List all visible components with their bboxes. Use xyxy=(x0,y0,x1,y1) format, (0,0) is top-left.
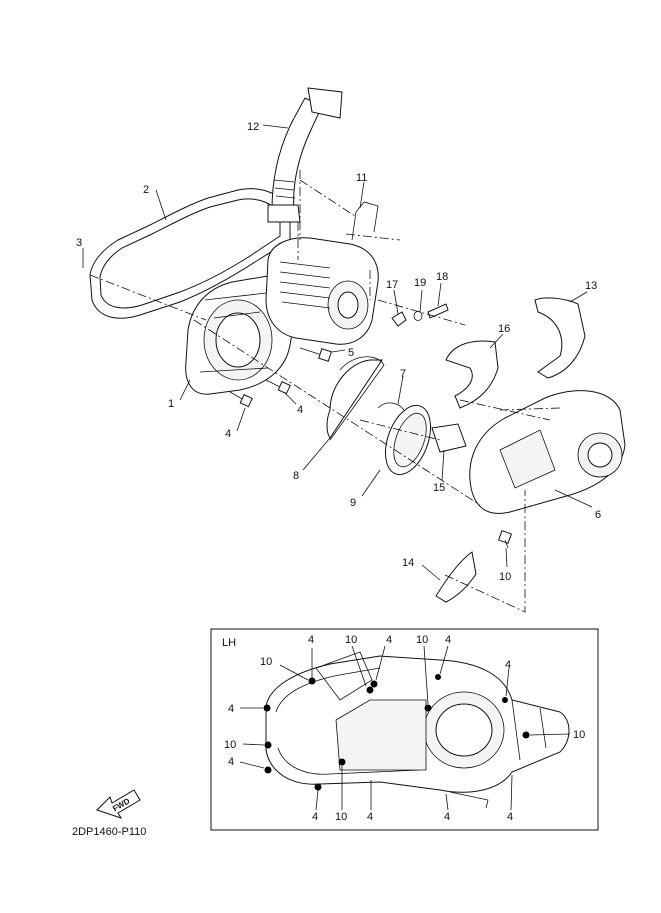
callout-15: 15 xyxy=(433,482,445,494)
inset-callout-bottom-4b: 4 xyxy=(367,811,373,823)
inset-bolt-dots xyxy=(263,674,530,791)
leader-lines xyxy=(82,124,593,581)
callout-9: 9 xyxy=(350,497,356,509)
callout-4-right: 4 xyxy=(297,404,303,416)
inset-callout-bottom-4a: 4 xyxy=(312,811,318,823)
callout-6: 6 xyxy=(595,509,601,521)
callout-7: 7 xyxy=(400,368,406,380)
oring-part xyxy=(326,356,385,441)
inset-callout-top-4b: 4 xyxy=(386,634,392,646)
inset-leader-lines xyxy=(239,645,571,811)
inset-callout-right-10: 10 xyxy=(573,729,585,741)
inset-callout-top-4c: 4 xyxy=(445,634,451,646)
inset-panel: LH xyxy=(210,628,599,831)
bolt-5-part xyxy=(299,347,332,362)
assembly-lines xyxy=(89,170,561,613)
clamp-19-part xyxy=(413,311,423,321)
diagram-code: 2DP1460-P110 xyxy=(72,826,146,838)
callout-17: 17 xyxy=(386,279,398,291)
cover-cap-part xyxy=(385,404,431,476)
guard-15-part xyxy=(431,423,467,453)
guard-14-part xyxy=(435,551,477,603)
inset-label: LH xyxy=(222,637,236,649)
callout-11: 11 xyxy=(356,172,367,184)
inset-callout-top-4a: 4 xyxy=(308,634,314,646)
callout-14: 14 xyxy=(402,557,414,569)
spring-clip-part xyxy=(377,402,405,411)
fwd-arrow-icon: FWD xyxy=(96,789,141,819)
crankcase-cover-2-part xyxy=(469,390,626,514)
callout-12: 12 xyxy=(247,121,259,133)
inset-callout-bottom-4c: 4 xyxy=(444,811,450,823)
callout-10: 10 xyxy=(499,571,511,583)
clip-part xyxy=(351,201,379,241)
guard-16-part xyxy=(445,340,499,409)
inset-callout-top-10b: 10 xyxy=(416,634,428,646)
inset-callout-bottom-10: 10 xyxy=(335,811,347,823)
callout-labels: 1 2 3 4 4 5 6 7 8 9 10 11 12 13 14 15 16… xyxy=(76,121,601,583)
gasket-part xyxy=(89,188,291,319)
callout-3: 3 xyxy=(76,237,82,249)
pipe-18-part xyxy=(427,303,449,319)
callout-13: 13 xyxy=(585,280,597,292)
callout-19: 19 xyxy=(414,277,426,289)
inset-callout-top-4d: 4 xyxy=(505,659,511,671)
bolt-17-part xyxy=(391,311,407,327)
inset-callout-left-4b: 4 xyxy=(228,756,234,768)
callout-5: 5 xyxy=(348,347,354,359)
bolt-4-right-part xyxy=(265,379,291,395)
inset-callout-top-10a: 10 xyxy=(345,634,357,646)
inset-callout-left-10b: 10 xyxy=(224,739,236,751)
bolt-10-part xyxy=(497,529,513,549)
inset-callout-bottom-4d: 4 xyxy=(507,811,513,823)
callout-2: 2 xyxy=(143,184,149,196)
inset-cover-drawing xyxy=(265,651,570,809)
intake-hose-part xyxy=(267,87,343,223)
callout-4-left: 4 xyxy=(225,428,231,440)
callout-18: 18 xyxy=(436,271,448,283)
air-duct-assembly xyxy=(265,237,379,345)
guard-13-part xyxy=(534,297,586,379)
callout-16: 16 xyxy=(498,323,510,335)
inset-callout-left-4a: 4 xyxy=(228,703,234,715)
bolt-4-left-part xyxy=(229,391,253,408)
callout-1: 1 xyxy=(168,398,174,410)
callout-8: 8 xyxy=(293,470,299,482)
inset-callout-left-10a: 10 xyxy=(260,656,272,668)
